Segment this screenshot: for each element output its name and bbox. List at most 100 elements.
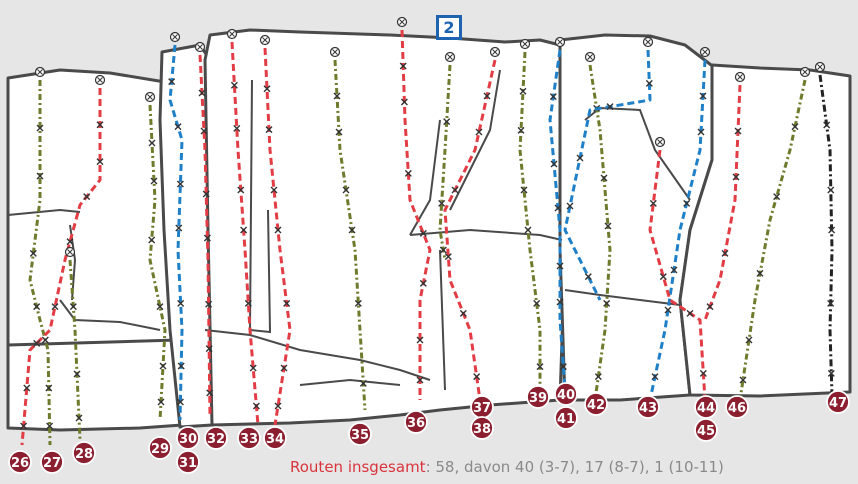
bolt-marker [823,121,831,129]
route-badge-number: 29 [151,442,169,457]
bolt-marker [549,93,557,101]
bolt-marker [827,186,835,194]
bolt-marker [150,177,158,185]
bolt-marker [156,303,164,311]
anchor-icon-cross [229,31,235,37]
bolt-marker [550,160,558,168]
bolt-marker [444,253,452,261]
bolt-marker [348,226,356,234]
bolt-marker [721,249,729,257]
route-line [230,41,260,426]
route-badge-36 [404,410,428,434]
anchor-icon-cross [492,49,498,55]
route-badge-39 [526,385,550,409]
bolt-marker [176,398,184,406]
bolt-marker [333,92,341,100]
route-badge-40 [554,382,578,406]
bolt-marker [554,204,562,212]
bolt-marker [263,85,271,93]
bolt-marker [233,124,241,132]
anchor-icon-cross [447,54,453,60]
rock-crack [59,299,161,331]
route-lines [20,16,836,446]
bolt-marker [148,236,156,244]
bolt-marker [416,376,424,384]
bolt-marker [177,299,185,307]
bolt-marker [451,186,459,194]
route-badge-number: 31 [179,456,197,471]
route-badge-number: 26 [11,456,29,471]
route-badge-44 [694,395,718,419]
route-badge-26 [8,450,32,474]
bolt-marker [270,186,278,194]
route-badge-46 [725,395,749,419]
route-line [263,47,292,426]
bolt-marker [206,389,214,397]
bolt-marker [148,139,156,147]
route-badge-27 [40,450,64,474]
bolt-marker [443,118,451,126]
bolt-marker [45,384,53,392]
route-badge-number: 35 [351,428,369,443]
rock-crack [409,119,441,236]
bolt-marker [473,373,481,381]
bolt-marker [404,169,412,177]
route-badge-number: 40 [557,388,575,403]
anchor-icon-cross [587,54,593,60]
bolt-marker [584,273,592,281]
bolt-marker [533,299,541,307]
bolt-marker [603,299,611,307]
bolt-marker [670,266,678,274]
bolt-marker [828,226,836,234]
route-line [198,54,212,416]
route-badge-32 [204,426,228,450]
route-badge-number: 36 [407,416,425,431]
bolt-marker [205,300,213,308]
bolt-marker [827,369,835,377]
bolt-marker [177,362,185,370]
bolt-marker [244,299,252,307]
rock-crack [7,208,81,216]
anchor-icon-cross [645,39,651,45]
bolt-marker [400,98,408,106]
routes-summary: Routen insgesamt: 58, davon 40 (3-7), 17… [290,458,724,476]
route-line [518,51,542,385]
bolt-marker [36,124,44,132]
anchor-icon-cross [657,139,663,145]
bolt-marker [203,234,211,242]
bolt-marker [524,226,532,234]
anchor-icon-cross [802,69,808,75]
bolt-marker [359,379,367,387]
bolt-marker [559,363,567,371]
route-badge-number: 39 [529,391,547,406]
bolt-marker [600,174,608,182]
route-badge-29 [148,436,172,460]
bolt-marker [519,87,527,95]
rock-crack [564,289,681,306]
rock-block [6,68,180,349]
bolt-marker [230,81,238,89]
route-line [20,88,102,446]
bolt-marker [23,384,31,392]
route-line [168,44,184,421]
route-badge-number: 46 [728,401,746,416]
bolt-marker [536,363,544,371]
anchor-icon-cross [37,69,43,75]
bolt-marker [419,229,427,237]
route-badge-number: 28 [75,447,93,462]
anchor-icon-cross [557,39,563,45]
bolt-marker [416,336,424,344]
bolt-marker [438,199,446,207]
bolt-marker [29,249,37,257]
route-badge-number: 45 [697,424,715,439]
bolt-marker [159,362,167,370]
bolt-marker [683,199,691,207]
bolt-marker [699,92,707,100]
rock-crack [584,106,691,201]
bolt-marker [283,299,291,307]
anchor-icon-cross [262,37,268,43]
bolt-marker [168,78,176,86]
bolt-marker [773,193,781,201]
bolt-marker [75,414,83,422]
route-badge-number: 34 [266,432,284,447]
